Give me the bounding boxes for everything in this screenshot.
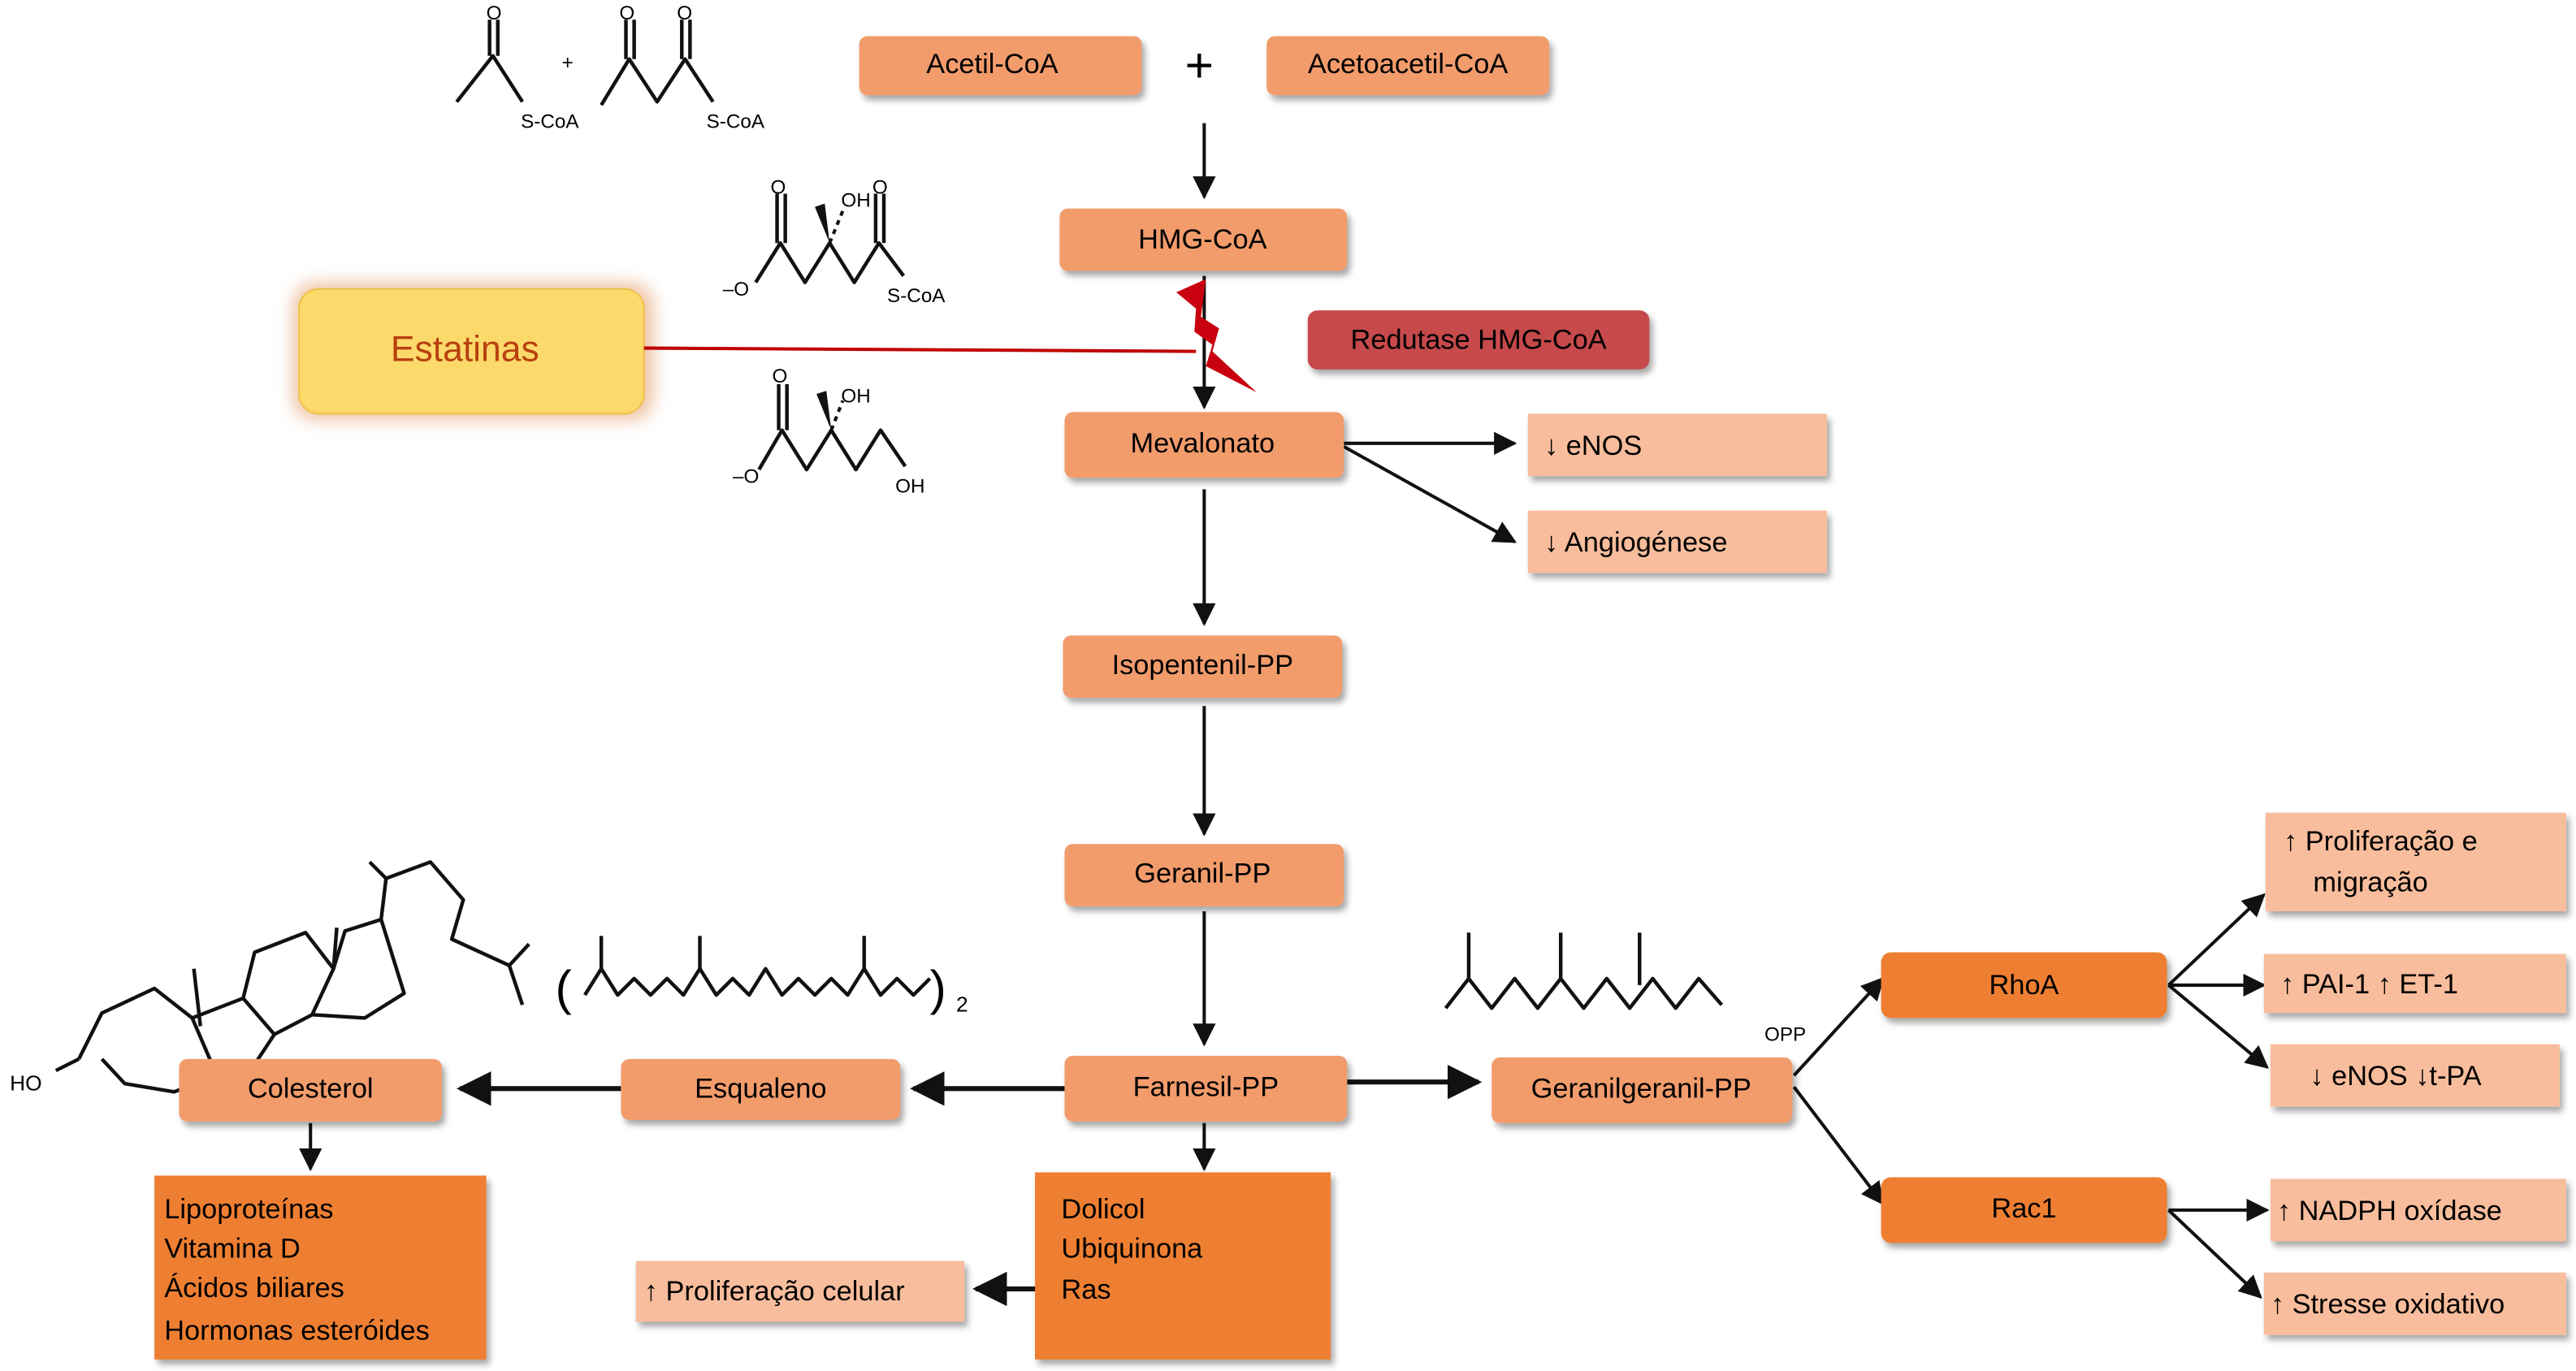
node-acetyl-coa[interactable]: Acetil-CoA <box>859 36 1142 96</box>
arrow-to-rhoa <box>1792 976 1885 1077</box>
node-hmg-coa[interactable]: HMG-CoA <box>1059 208 1348 271</box>
arrow-to-rac1 <box>1792 1086 1885 1206</box>
effect-label: ↑ PAI-1 ↑ ET-1 <box>2280 969 2458 1000</box>
acetyl-coa-label: Acetil-CoA <box>926 49 1058 80</box>
effect-label: ↑ Stresse oxidativo <box>2271 1289 2505 1320</box>
effect-cell-proliferation[interactable]: ↑ Proliferação celular <box>635 1261 965 1322</box>
product-item: Ubiquinona <box>1061 1234 1203 1265</box>
subscript-2: 2 <box>956 992 968 1016</box>
effect-proliferation-migration[interactable]: ↑ Proliferação e migração <box>2265 812 2566 911</box>
paren-open: ( <box>556 960 572 1015</box>
oxygen-label: O <box>619 2 634 24</box>
inhibition-line <box>643 346 1197 353</box>
lightning-bolt-icon <box>1175 279 1258 393</box>
arrow-to-enos-tpa <box>2167 984 2269 1069</box>
hmg-coa-reductase-label: Redutase HMG-CoA <box>1351 325 1607 356</box>
product-item: Ras <box>1061 1274 1110 1305</box>
effect-oxidative-stress[interactable]: ↑ Stresse oxidativo <box>2263 1272 2566 1335</box>
product-item: Vitamina D <box>164 1234 300 1265</box>
scoa-label: S-CoA <box>887 285 946 307</box>
effect-nadph-oxidase[interactable]: ↑ NADPH oxídase <box>2270 1179 2566 1242</box>
node-rhoa[interactable]: RhoA <box>1881 952 2167 1019</box>
node-rac1[interactable]: Rac1 <box>1881 1177 2167 1243</box>
node-geranyl-pp[interactable]: Geranil-PP <box>1064 844 1344 906</box>
squalene-label: Esqualeno <box>695 1073 826 1104</box>
ho-label: HO <box>10 1070 41 1095</box>
hydroxyl-label: OH <box>895 475 924 497</box>
node-mevalonate[interactable]: Mevalonato <box>1064 412 1344 478</box>
rac1-label: Rac1 <box>1991 1193 2056 1224</box>
geranylgeranyl-pp-label: Geranilgeranil-PP <box>1531 1073 1751 1104</box>
arrow-to-proliferation-migration <box>2167 893 2266 987</box>
effect-label: ↑ Proliferação e <box>2284 826 2478 857</box>
squalene-structure-drawing: ( ) 2 <box>556 936 968 1016</box>
product-item: Dolicol <box>1061 1194 1145 1225</box>
hmg-coa-label: HMG-CoA <box>1138 224 1267 255</box>
scoa-label: S-CoA <box>707 111 765 133</box>
hydroxyl-label: OH <box>841 385 870 407</box>
mevalonate-label: Mevalonato <box>1131 428 1275 459</box>
product-item: Hormonas esteróides <box>164 1316 430 1347</box>
isopentenyl-pp-label: Isopentenil-PP <box>1112 650 1294 681</box>
effect-label: ↑ NADPH oxídase <box>2277 1196 2502 1226</box>
hydroxyl-label: OH <box>841 190 870 212</box>
statins-label: Estatinas <box>391 329 539 369</box>
node-hmg-coa-reductase[interactable]: Redutase HMG-CoA <box>1307 310 1650 370</box>
cholesterol-label: Colesterol <box>248 1073 374 1104</box>
arrow-to-angiogenesis <box>1343 445 1517 543</box>
geranyl-pp-label: Geranil-PP <box>1134 858 1271 889</box>
product-item: Lipoproteínas <box>164 1194 333 1225</box>
paren-close: ) <box>930 960 946 1015</box>
geranylgeranyl-structure-drawing: OPP <box>1444 932 1806 1046</box>
effect-label: migração <box>2313 867 2427 898</box>
effect-label: ↑ Proliferação celular <box>644 1276 905 1307</box>
oxygen-label: O <box>872 177 888 199</box>
statins-box <box>298 288 645 415</box>
plus-sign: + <box>1185 37 1214 93</box>
cholesterol-products-box[interactable]: Lipoproteínas Vitamina D Ácidos biliares… <box>154 1175 487 1360</box>
connectors <box>299 123 2270 1307</box>
effect-angiogenesis[interactable]: ↓ Angiogénese <box>1527 510 1827 573</box>
effect-label: ↓ Angiogénese <box>1544 527 1727 558</box>
node-geranylgeranyl-pp[interactable]: Geranilgeranil-PP <box>1491 1057 1793 1123</box>
oxygen-label: O <box>772 365 787 387</box>
carboxylate-label: –O <box>723 279 749 301</box>
hmg-coa-structure-drawing: O O OH –O S-CoA <box>723 177 946 307</box>
oxygen-label: O <box>770 177 786 199</box>
acetoacetyl-structure-drawing: O S-CoA + O O S-CoA <box>455 2 765 133</box>
node-farnesyl-pp[interactable]: Farnesil-PP <box>1064 1055 1348 1122</box>
oxygen-label: O <box>677 2 692 24</box>
carboxylate-label: –O <box>733 465 759 487</box>
node-cholesterol[interactable]: Colesterol <box>179 1058 443 1122</box>
node-acetoacetyl-coa[interactable]: Acetoacetil-CoA <box>1266 36 1550 96</box>
arrow-to-oxidative-stress <box>2167 1209 2262 1299</box>
product-item: Ácidos biliares <box>164 1272 344 1304</box>
acetoacetyl-coa-label: Acetoacetil-CoA <box>1308 49 1508 80</box>
farnesyl-products-box[interactable]: Dolicol Ubiquinona Ras <box>1035 1172 1331 1360</box>
effect-enos[interactable]: ↓ eNOS <box>1527 413 1827 477</box>
mevalonate-structure-drawing: O OH –O OH <box>733 365 925 497</box>
node-isopentenyl-pp[interactable]: Isopentenil-PP <box>1063 635 1343 698</box>
cholesterol-structure-drawing: HO <box>10 860 530 1099</box>
plus-label: + <box>562 52 574 74</box>
oxygen-label: O <box>487 2 502 24</box>
effect-label: ↓ eNOS ↓t-PA <box>2310 1061 2481 1092</box>
opp-label: OPP <box>1764 1024 1806 1046</box>
node-squalene[interactable]: Esqualeno <box>621 1058 901 1120</box>
effect-enos-tpa[interactable]: ↓ eNOS ↓t-PA <box>2270 1044 2560 1107</box>
rhoa-label: RhoA <box>1989 970 2059 1001</box>
statins-node[interactable]: Estatinas <box>292 282 654 421</box>
effect-label: ↓ eNOS <box>1544 430 1642 461</box>
farnesyl-pp-label: Farnesil-PP <box>1133 1071 1279 1102</box>
effect-pai1-et1[interactable]: ↑ PAI-1 ↑ ET-1 <box>2263 954 2566 1014</box>
scoa-label: S-CoA <box>521 111 579 133</box>
